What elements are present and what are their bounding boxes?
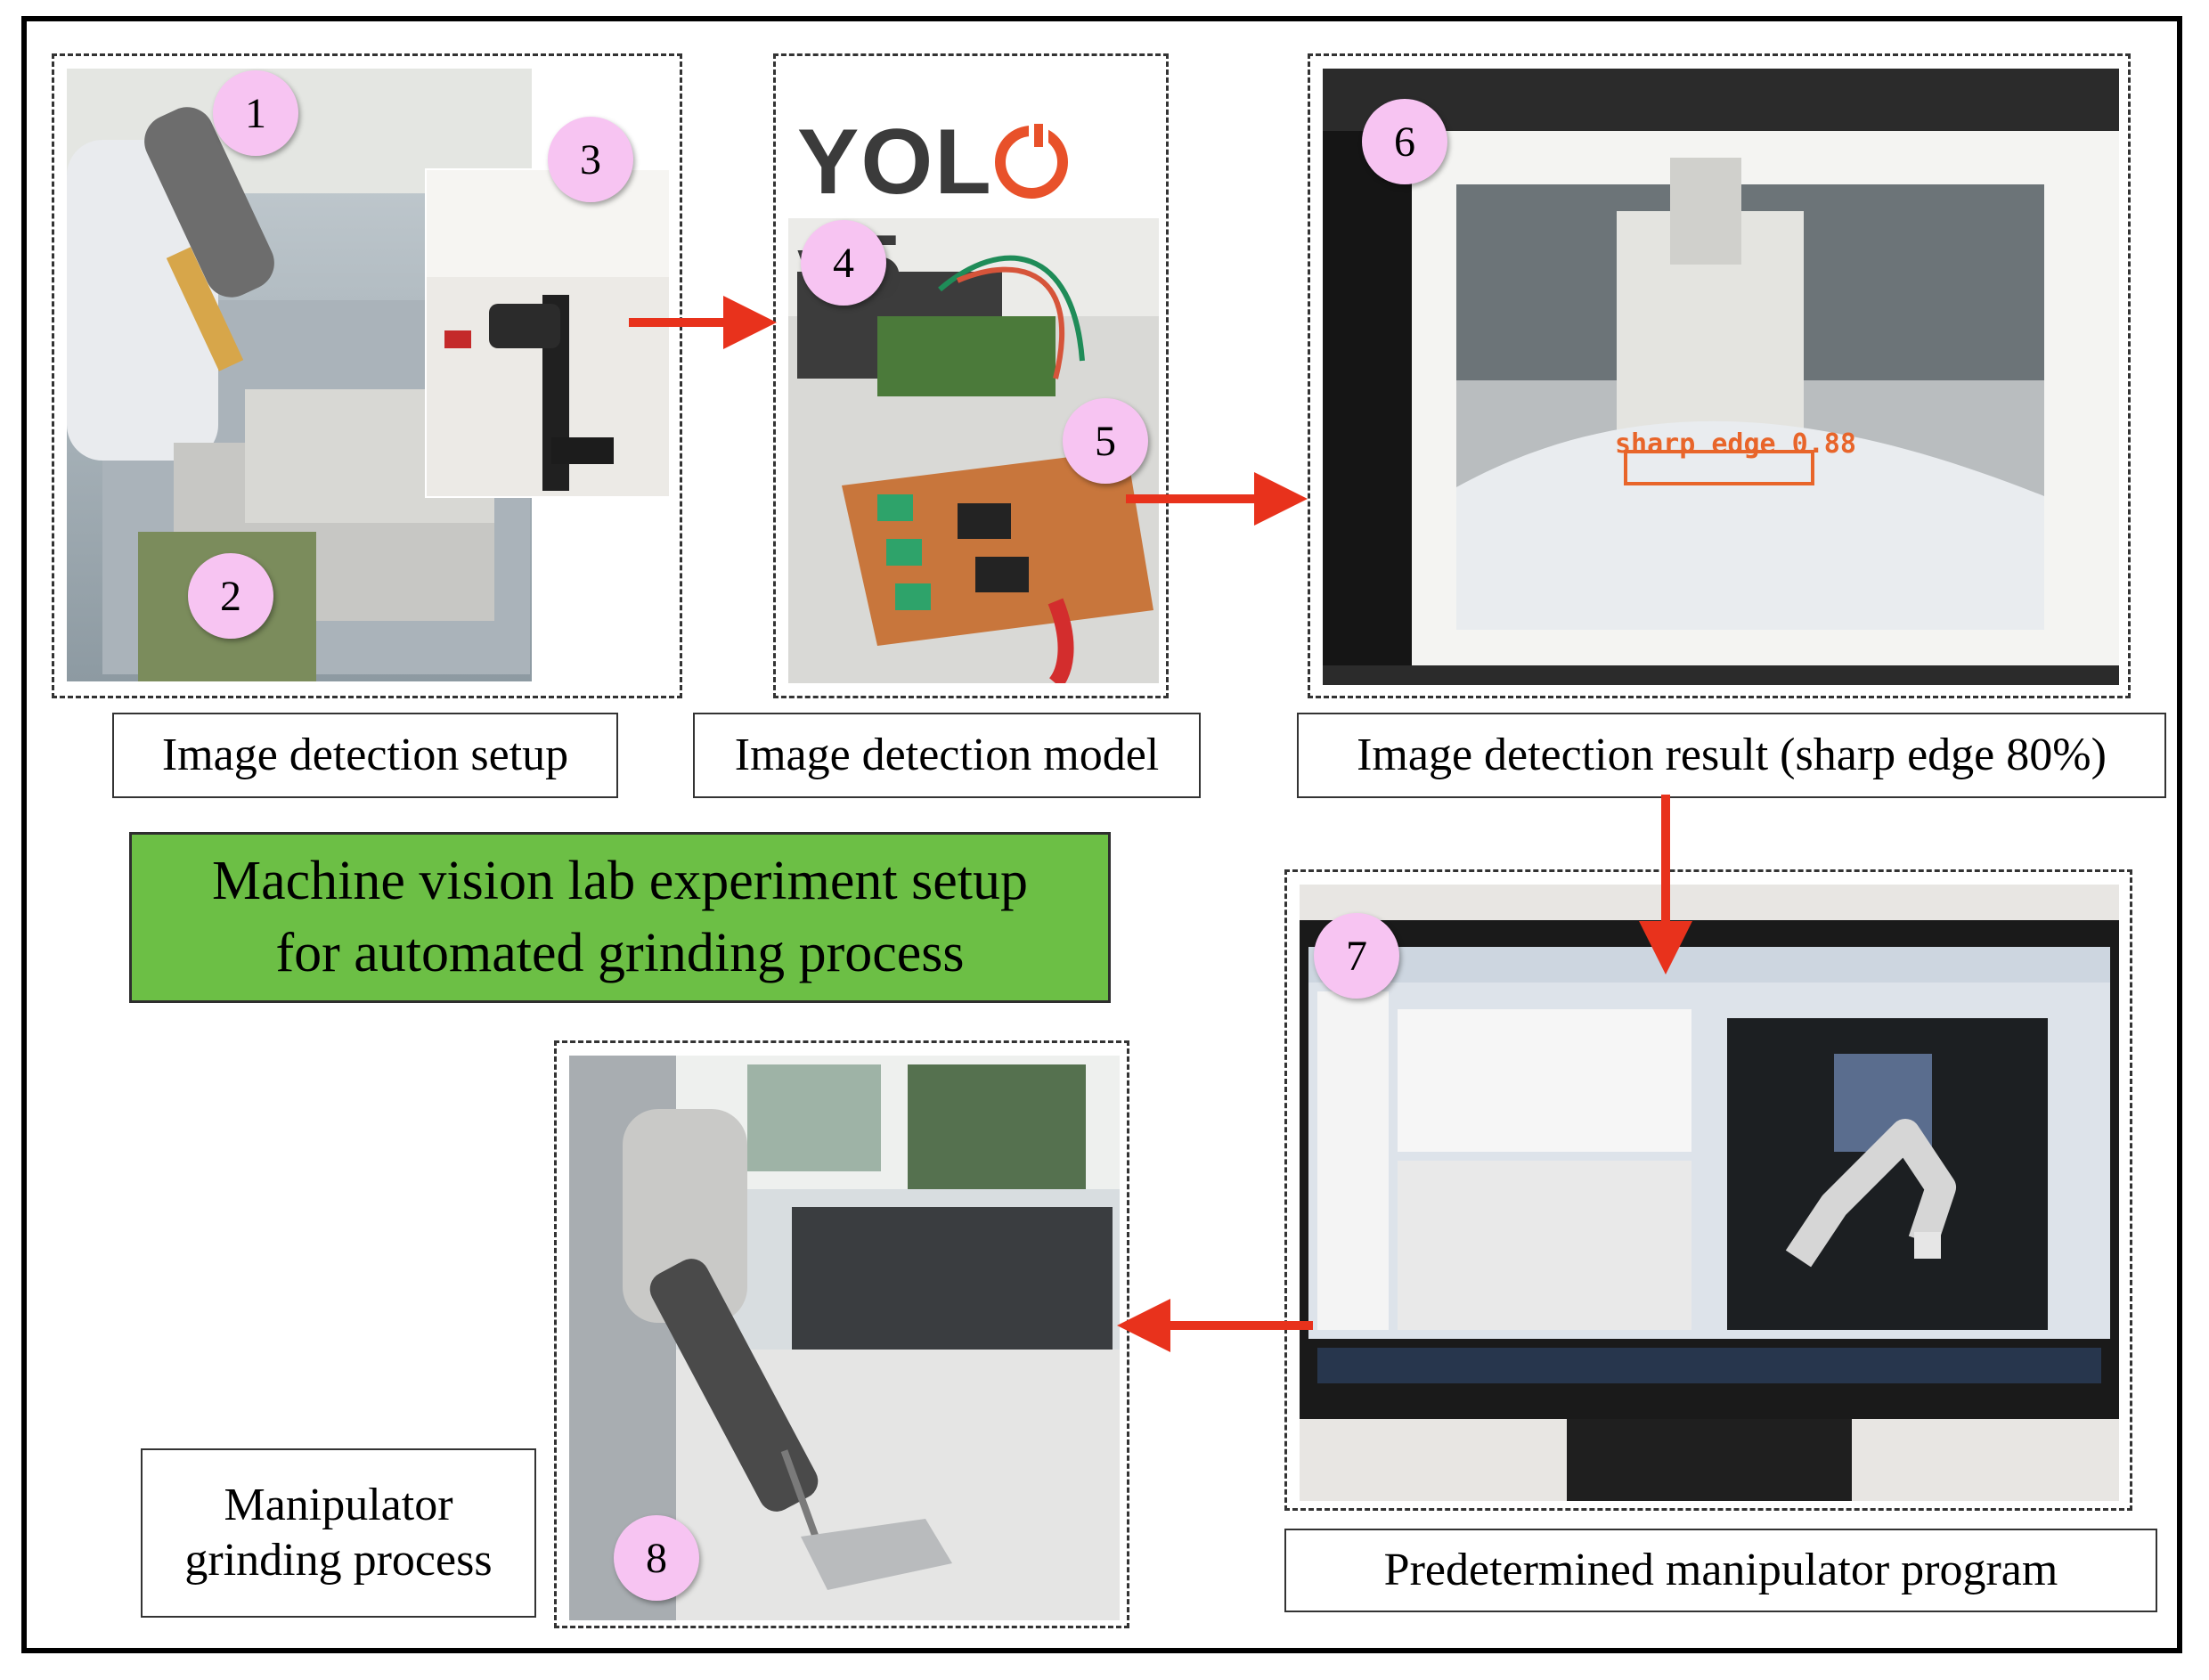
badge-7: 7 [1314,913,1399,999]
badge-1: 1 [213,70,298,156]
title-line-1: Machine vision lab experiment setup [212,851,1028,912]
detection-label: sharp edge 0.88 [1615,428,1856,460]
simulation-screen-photo [1300,885,2119,1501]
monitor-photo [1323,69,2119,685]
grinding-caption-line-2: grinding process [184,1535,493,1586]
badge-8: 8 [614,1515,699,1601]
figure-title: Machine vision lab experiment setup for … [129,832,1111,1003]
badge-3: 3 [548,117,633,202]
grinding-caption: Manipulator grinding process [141,1448,536,1618]
detection-screen-photo [1323,69,2119,685]
setup-caption: Image detection setup [112,713,618,798]
yolo-logo-text-left: YOL [797,110,993,214]
badge-5: 5 [1063,398,1148,484]
model-caption: Image detection model [693,713,1201,798]
title-line-2: for automated grinding process [275,923,965,983]
result-panel: sharp edge 0.88 6 [1308,53,2131,698]
badge-2: 2 [188,553,273,639]
result-caption: Image detection result (sharp edge 80%) [1297,713,2166,798]
setup-panel: 1 3 2 [52,53,682,698]
grinding-caption-line-1: Manipulator [224,1479,453,1530]
program-caption: Predetermined manipulator program [1284,1529,2157,1612]
grinding-panel: 8 [554,1040,1129,1628]
camera-photo [427,170,669,496]
badge-6: 6 [1362,99,1447,184]
program-monitor-photo [1300,885,2119,1501]
camera-inset-photo [425,168,671,498]
model-panel: YOLv5 4 5 [773,53,1169,698]
badge-4: 4 [801,220,886,306]
program-panel: 7 [1284,869,2132,1511]
